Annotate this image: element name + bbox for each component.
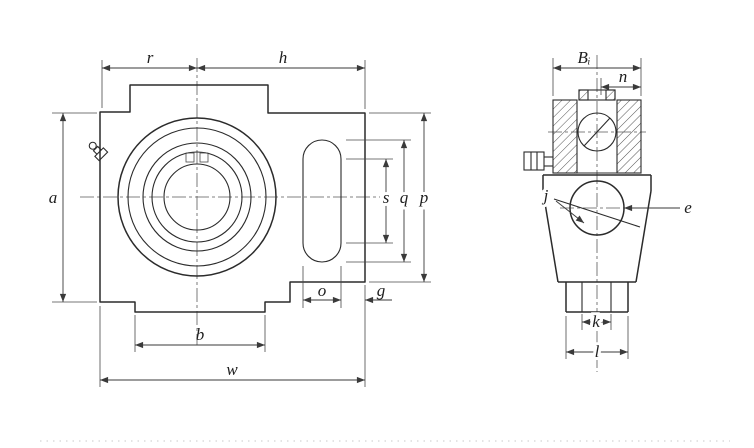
dim-label-w: w: [226, 360, 238, 379]
dim-l: l: [565, 316, 629, 364]
dim-label-k: k: [592, 312, 600, 331]
dim-k: k: [581, 309, 612, 334]
bearing-section: [552, 89, 642, 174]
dim-bi: Bᵢ: [552, 48, 642, 96]
grease-fitting-side: [523, 151, 553, 171]
inner-ring-circle: [151, 151, 243, 243]
seal-circle: [142, 142, 252, 252]
dim-label-r: r: [147, 48, 154, 67]
dim-h: h: [197, 48, 366, 109]
grease-fitting-tip: [88, 141, 97, 150]
dim-label-bi: Bᵢ: [577, 48, 590, 67]
dim-e: e: [624, 198, 692, 217]
front-view: r h a s q: [49, 48, 431, 387]
dim-label-a: a: [49, 188, 58, 207]
dim-label-j: j: [542, 186, 549, 205]
ball: [577, 112, 617, 152]
dim-o: o: [302, 266, 342, 308]
j-diagonal-line: [553, 198, 641, 228]
grease-fitting-nut: [94, 147, 109, 162]
bearing-circles: [117, 117, 277, 277]
dim-w: w: [99, 306, 365, 387]
dim-label-s: s: [383, 188, 390, 207]
dim-label-p: p: [419, 188, 429, 207]
inner-ring-top-right: [605, 89, 616, 101]
dim-a: a: [49, 112, 97, 303]
dim-q: q: [346, 139, 412, 263]
dim-label-h: h: [279, 48, 288, 67]
inner-ring-top-left: [578, 89, 589, 101]
dim-label-l: l: [595, 342, 600, 361]
outer-ring-circle: [127, 127, 267, 267]
housing-boss-circle: [117, 117, 277, 277]
bore-circle: [163, 163, 231, 231]
dim-label-n: n: [619, 67, 628, 86]
outer-ring-left-section: [552, 99, 578, 174]
ball-cage-line: [583, 117, 611, 147]
side-housing: [542, 174, 652, 313]
dim-p: p: [369, 112, 431, 283]
dim-label-e: e: [684, 198, 692, 217]
dim-n: n: [600, 67, 641, 95]
setscrew-left: [185, 152, 195, 163]
track-slot: [302, 139, 342, 263]
dim-label-g: g: [377, 281, 386, 300]
dim-label-q: q: [400, 188, 409, 207]
grease-fitting-front: [88, 141, 109, 162]
side-view: Bᵢ n j e k l: [523, 48, 692, 372]
dim-g: g: [364, 281, 392, 387]
dim-s: s: [346, 158, 393, 244]
housing-outline: [99, 84, 366, 313]
dim-label-b: b: [196, 325, 205, 344]
outer-ring-right-section: [616, 99, 642, 174]
setscrew-right: [199, 152, 209, 163]
dim-b: b: [134, 315, 266, 352]
dim-r: r: [101, 48, 197, 108]
dim-label-o: o: [318, 281, 327, 300]
